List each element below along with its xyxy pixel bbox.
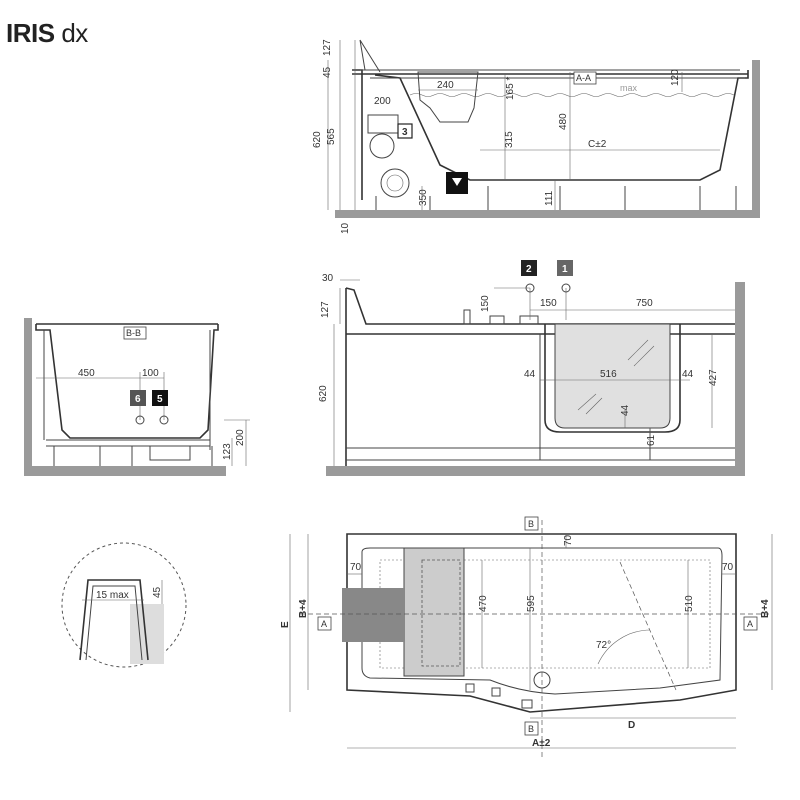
dim-15-max: 15 max [96, 590, 129, 601]
dim-350: 350 [418, 189, 429, 206]
dim-750: 750 [636, 298, 653, 309]
dim-111: 111 [544, 190, 555, 206]
bb-wall-shape [24, 318, 32, 476]
floor-shape [335, 210, 760, 218]
dim-127-side: 127 [320, 301, 331, 318]
angle-72: 72° [596, 640, 611, 651]
dim-70-left: 70 [350, 562, 362, 573]
detail-view: 15 max 45 [61, 542, 187, 668]
dim-a: A±2 [532, 738, 551, 749]
dim-61: 61 [646, 434, 657, 446]
dim-100: 100 [142, 368, 159, 379]
dim-565: 565 [326, 128, 337, 145]
dim-120: 120 [670, 69, 681, 86]
dim-200: 200 [374, 96, 391, 107]
wall-shape [752, 60, 760, 218]
dim-315: 315 [504, 131, 515, 148]
dim-e: E [280, 621, 291, 628]
side-view: 2 1 30 127 620 150 150 750 44 516 44 427… [318, 260, 745, 476]
dim-620: 620 [312, 131, 323, 148]
dim-516: 516 [600, 369, 617, 380]
dim-150-vert: 150 [480, 295, 491, 312]
dim-70-top: 70 [563, 534, 574, 546]
dim-165: 165 * [505, 77, 516, 100]
section-bb-tag: B-B [126, 328, 141, 338]
marker-a-left: A [321, 619, 327, 629]
dim-510: 510 [684, 595, 695, 612]
dim-45: 45 [322, 66, 333, 78]
dim-620-side: 620 [318, 385, 329, 402]
dim-480: 480 [558, 113, 569, 130]
dim-44-right: 44 [682, 369, 694, 380]
dim-45-detail: 45 [152, 586, 163, 598]
side-wall-shape [735, 282, 745, 476]
bb-floor-shape [24, 466, 226, 476]
callout-1: 1 [562, 264, 568, 275]
product-title: IRIS dx [6, 18, 88, 49]
dim-d: D [628, 720, 635, 731]
marker-a-right: A [747, 619, 753, 629]
side-floor-shape [326, 466, 745, 476]
section-aa-tag: A-A [576, 73, 591, 83]
dim-450: 450 [78, 368, 95, 379]
section-aa-view: A-A max 127 45 620 565 240 165 * 120 200… [312, 39, 760, 234]
marker-b-bottom: B [528, 724, 534, 734]
callout-3: 3 [402, 127, 408, 138]
dim-b-left: B+4 [298, 599, 309, 618]
callout-2: 2 [526, 264, 532, 275]
dim-123: 123 [222, 443, 233, 460]
max-water-label: max [620, 83, 638, 93]
dim-44-bottom: 44 [620, 404, 631, 416]
callout-5: 5 [157, 394, 163, 405]
dim-44-left: 44 [524, 369, 536, 380]
dim-127: 127 [322, 39, 333, 56]
dim-10: 10 [340, 222, 351, 234]
dim-427: 427 [708, 369, 719, 386]
dim-b-right: B+4 [760, 599, 771, 618]
dim-470: 470 [478, 595, 489, 612]
callout-6: 6 [135, 394, 141, 405]
model-variant: dx [61, 18, 88, 48]
dim-c: C±2 [588, 139, 607, 150]
marker-b-top: B [528, 519, 534, 529]
dim-150-horiz: 150 [540, 298, 557, 309]
plan-view: B B A A 70 70 70 470 595 510 72° D A±2 E… [280, 516, 773, 760]
section-bb-view: B-B 450 100 200 123 6 5 [24, 318, 250, 476]
dim-200-bb: 200 [235, 429, 246, 446]
dim-240: 240 [437, 80, 454, 91]
dim-30: 30 [322, 273, 334, 284]
dim-70-right: 70 [722, 562, 734, 573]
dim-595: 595 [526, 595, 537, 612]
model-name: IRIS [6, 18, 55, 48]
